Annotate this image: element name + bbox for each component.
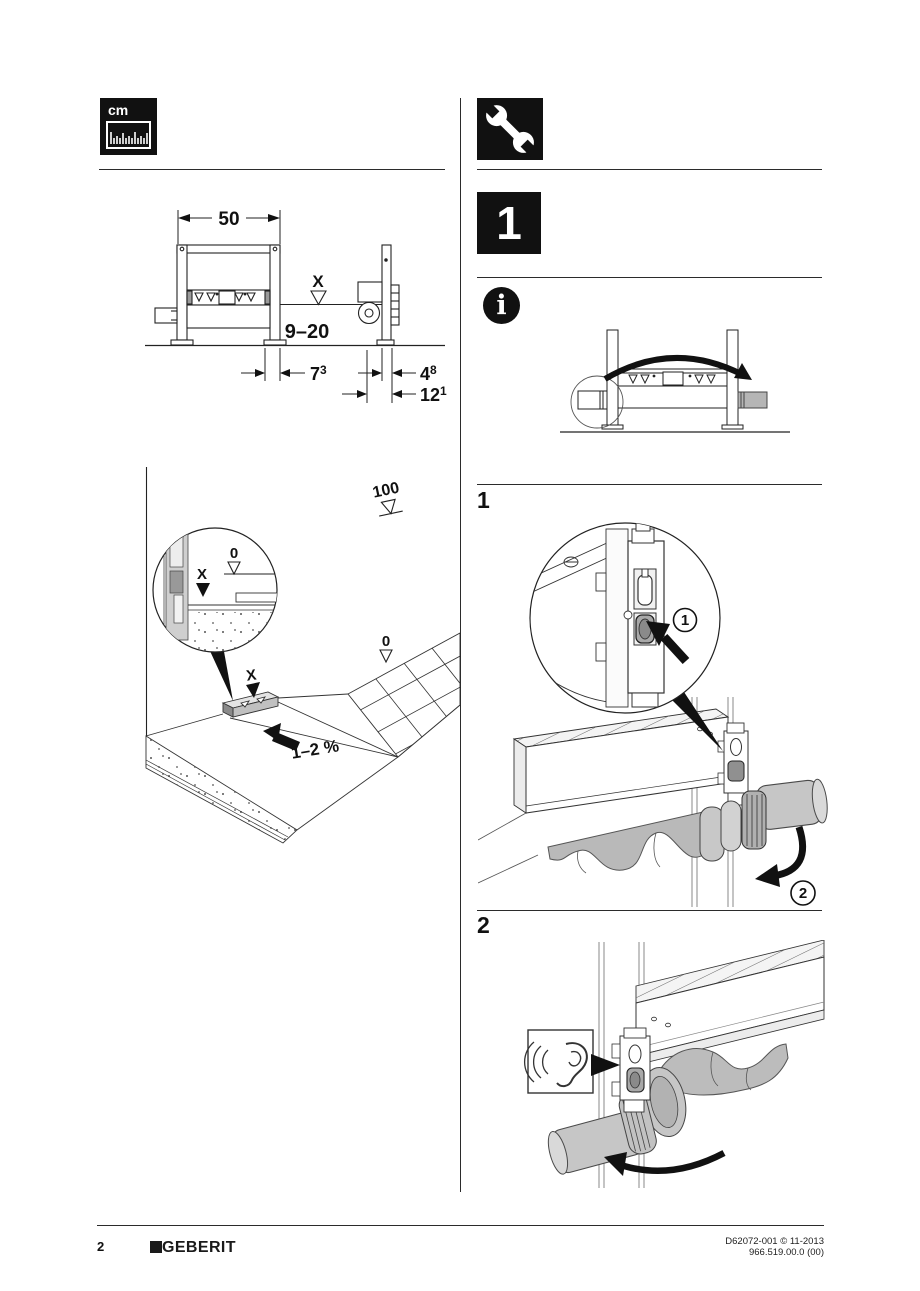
orientation-info-drawing [560, 329, 790, 433]
dim-offset-label: 73 [310, 363, 327, 384]
step2-drawing [524, 940, 825, 1188]
step-number-box: 1 [477, 192, 541, 254]
depth-range-label: 9–20 [285, 321, 330, 343]
ear-icon [524, 1029, 594, 1094]
step2-label: 2 [477, 912, 490, 938]
outlet-clamp-step2 [611, 1027, 651, 1113]
info-icon-glyph: i [496, 290, 507, 321]
level-x-wall-label: X [197, 566, 207, 583]
floor-level-drawing: 100 0 [145, 467, 460, 844]
info-icon: i [483, 287, 520, 324]
rule-right-header [477, 169, 822, 171]
front-side-view-drawing: 50 X 9–20 [145, 209, 447, 405]
article-code: 966.519.00.0 (00) [748, 1246, 824, 1258]
level-x-drain-label: X [245, 666, 257, 684]
shower-channel [478, 708, 730, 884]
rule-left-header [99, 169, 445, 171]
shower-channel-step2 [635, 940, 825, 1066]
dim-width-label: 50 [218, 209, 239, 230]
footer-rule [97, 1225, 824, 1227]
brand-logo: GEBERIT [150, 1239, 236, 1257]
callout-2-badge: 2 [799, 885, 807, 902]
dim-side2-label: 121 [420, 384, 447, 405]
tools-icon-box [477, 98, 543, 160]
frame-side-view [357, 244, 400, 346]
callout-1-badge: 1 [681, 612, 689, 629]
level-0-wall-label: 0 [230, 545, 238, 562]
cm-ruler-icon: cm [100, 98, 157, 155]
rule-step2 [477, 910, 822, 912]
ruler-icon [106, 121, 151, 149]
brand-square-icon [150, 1241, 162, 1253]
wall-detail-circle: 0 X [163, 528, 277, 652]
step1-drawing: 2 [478, 522, 828, 907]
document-reference: D62072-001 © 11-2013 966.519.00.0 (00) [725, 1236, 824, 1258]
swap-arrow [603, 354, 745, 382]
slope-label: 1–2 % [290, 736, 341, 762]
outlet-pipe-assembly [699, 778, 828, 862]
bottom-dimension-lines [241, 348, 416, 403]
level-x-front-label: X [312, 272, 324, 291]
drain-seal [547, 811, 709, 871]
dim-side-label: 48 [420, 363, 437, 384]
clamp-detail-circle [530, 523, 690, 713]
level-0-floor-label: 0 [382, 633, 390, 650]
wrench-icon [482, 101, 538, 157]
rule-step1 [477, 484, 822, 486]
cm-unit-label: cm [108, 102, 129, 118]
rotate-arrow [772, 825, 807, 880]
level-100-marker: 100 [371, 479, 403, 517]
drain-channel [221, 691, 280, 718]
page-number: 2 [97, 1239, 105, 1254]
doc-code: D62072-001 © 11-2013 [725, 1236, 824, 1247]
column-divider [460, 98, 462, 1192]
frame-front-view [154, 244, 287, 346]
level-100-label: 100 [371, 479, 401, 501]
highlight-circle [570, 375, 624, 429]
rule-right-info [477, 277, 822, 279]
listen-arrow [591, 1054, 620, 1076]
rotate-back-arrow [623, 1150, 726, 1175]
step-number: 1 [496, 197, 522, 249]
brand-name: GEBERIT [162, 1239, 236, 1256]
step1-label: 1 [477, 487, 490, 513]
